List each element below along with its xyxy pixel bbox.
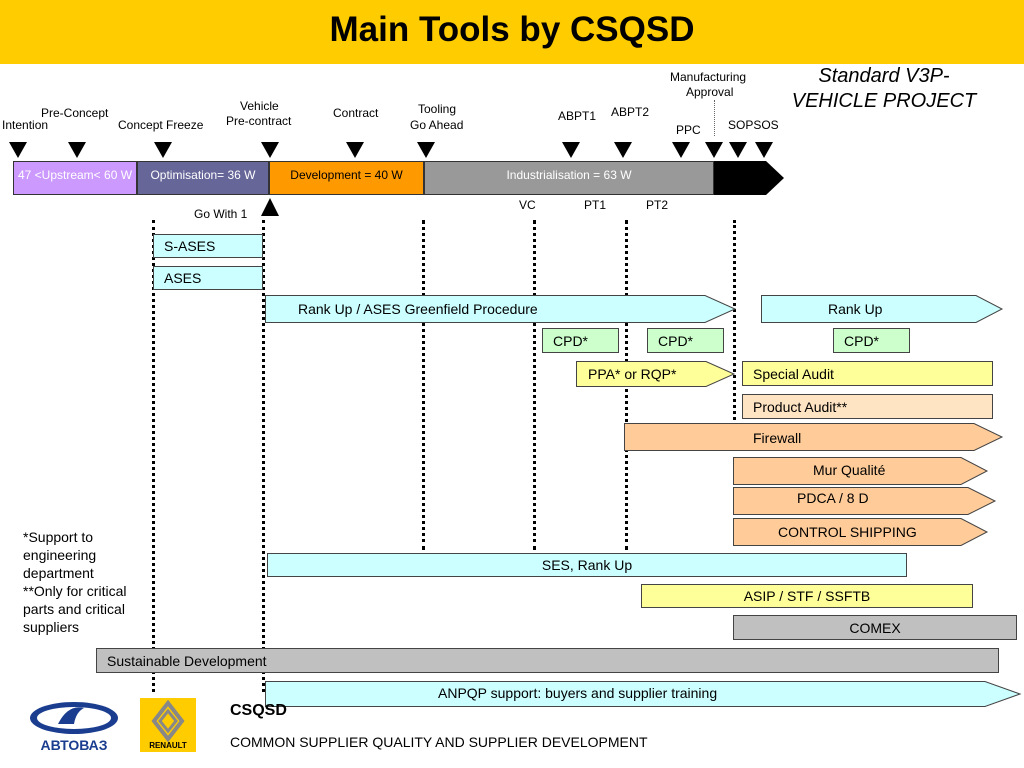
milestone-marker-icon (261, 142, 279, 158)
tool-ppa-rqp-arrow (576, 361, 736, 387)
timeline-divider (152, 220, 155, 692)
tool-rank-up-arrow (761, 295, 1004, 323)
milestone-marker-icon (705, 142, 723, 158)
timeline-divider (262, 220, 265, 692)
tool-pdca-label: PDCA / 8 D (797, 490, 869, 506)
timeline-divider (533, 220, 536, 550)
title-bar (0, 0, 1024, 64)
tool-cpd-2: CPD* (647, 328, 724, 353)
footnote-support: *Support to engineering department (23, 529, 97, 581)
milestone-manufacturing: Manufacturing (670, 70, 747, 84)
milestone-ppc: PPC (676, 123, 701, 137)
tool-product-audit: Product Audit** (742, 394, 993, 419)
renault-diamond-icon (151, 700, 185, 742)
tool-mur-qualite-label: Mur Qualité (813, 462, 886, 478)
go-with-1-marker-icon (261, 198, 279, 216)
footer-subtitle: COMMON SUPPLIER QUALITY AND SUPPLIER DEV… (230, 734, 648, 750)
mfg-approval-dotted-line (714, 100, 715, 136)
tool-ases: ASES (153, 266, 263, 290)
milestone-go-ahead: Go Ahead (410, 118, 464, 132)
page-title: Main Tools by CSQSD (329, 10, 695, 49)
milestone-contract: Contract (333, 106, 379, 120)
milestone-marker-icon (9, 142, 27, 158)
phase-end-arrow (714, 161, 784, 195)
tool-rank-up-label: Rank Up (828, 301, 883, 317)
tool-special-audit: Special Audit (742, 361, 993, 386)
tool-rank-up-ases-arrow (265, 295, 737, 323)
tool-asip: ASIP / STF / SSFTB (641, 584, 973, 608)
milestone-marker-icon (755, 142, 773, 158)
avtovaz-emblem-icon (30, 702, 118, 734)
footnotes: *Support to engineering department **Onl… (23, 528, 143, 636)
milestone-abpt2: ABPT2 (611, 105, 650, 119)
renault-logo: RENAULT (140, 698, 196, 752)
tool-firewall-label: Firewall (753, 430, 802, 446)
footer-title: CSQSD (230, 702, 287, 719)
tool-control-shipping-label: CONTROL SHIPPING (778, 524, 917, 540)
tool-firewall-arrow (624, 423, 1004, 451)
milestone-vehicle: Vehicle (240, 99, 279, 113)
phase-development: Development = 40 W (269, 161, 424, 195)
tool-ppa-rqp-label: PPA* or RQP* (588, 366, 677, 382)
milestone-go-with-1: Go With 1 (194, 207, 248, 221)
milestone-marker-icon (417, 142, 435, 158)
tool-control-shipping-arrow (733, 518, 989, 546)
milestone-marker-icon (614, 142, 632, 158)
avtovaz-logo: АВТОВАЗ (28, 700, 120, 754)
milestone-sopsos: SOPSOS (728, 118, 779, 132)
milestone-pt2: PT2 (646, 198, 669, 212)
milestone-marker-icon (346, 142, 364, 158)
tool-mur-qualite-arrow (733, 457, 989, 485)
timeline-divider (733, 220, 736, 420)
footnote-critical: **Only for critical parts and critical s… (23, 583, 127, 635)
milestone-concept-freeze: Concept Freeze (118, 118, 204, 132)
milestone-pre-concept: Pre-Concept (41, 106, 109, 120)
tool-cpd-1: CPD* (542, 328, 619, 353)
phase-upstream: 47 <Upstream< 60 W (13, 161, 137, 195)
milestone-tooling: Tooling (418, 102, 457, 116)
milestone-marker-icon (68, 142, 86, 158)
tool-ses-rank-up: SES, Rank Up (267, 553, 907, 577)
tool-cpd-3: CPD* (833, 328, 910, 353)
milestone-approval: Approval (686, 85, 734, 99)
tool-s-ases: S-ASES (153, 234, 263, 258)
milestone-marker-icon (562, 142, 580, 158)
milestone-abpt1: ABPT1 (558, 109, 597, 123)
phase-optimisation: Optimisation= 36 W (137, 161, 269, 195)
tool-sustainable-development: Sustainable Development (96, 648, 999, 673)
milestone-marker-icon (729, 142, 747, 158)
milestone-intention: Intention (2, 118, 49, 132)
tool-anpqp-arrow (265, 681, 1022, 707)
tool-comex: COMEX (733, 615, 1017, 640)
milestone-vc: VC (519, 198, 536, 212)
timeline-divider (422, 220, 425, 550)
milestone-marker-icon (672, 142, 690, 158)
milestone-pt1: PT1 (584, 198, 607, 212)
renault-logo-text: RENAULT (149, 741, 187, 750)
tool-anpqp-label: ANPQP support: buyers and supplier train… (438, 685, 718, 701)
tool-rank-up-ases-label: Rank Up / ASES Greenfield Procedure (298, 301, 538, 317)
milestone-precontract: Pre-contract (226, 114, 292, 128)
project-subtitle: Standard V3P- VEHICLE PROJECT (791, 65, 977, 112)
tool-pdca-arrow (733, 487, 997, 515)
milestone-marker-icon (154, 142, 172, 158)
avtovaz-logo-text: АВТОВАЗ (40, 737, 108, 753)
phase-industrialisation: Industrialisation = 63 W (424, 161, 714, 195)
